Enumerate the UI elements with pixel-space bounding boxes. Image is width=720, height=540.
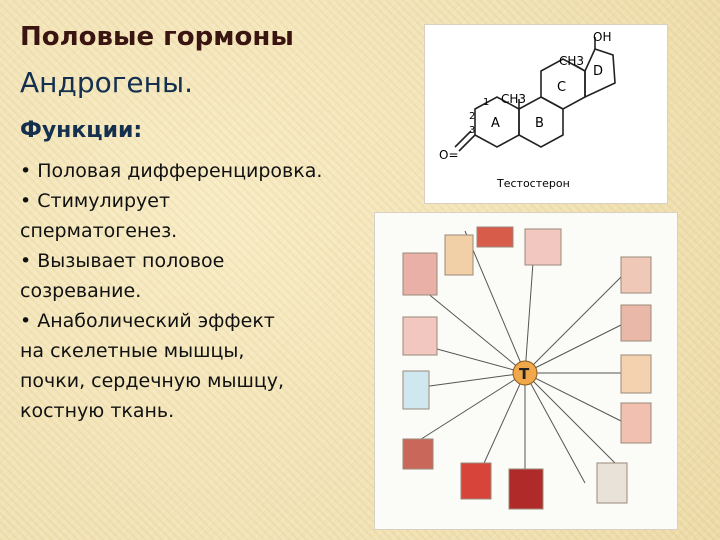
ring-d-label: D [593, 64, 603, 79]
list-item: почки, сердечную мышцу, [20, 370, 285, 392]
ring-c-label: C [557, 80, 566, 95]
androgen-effects-diagram: T [374, 212, 678, 530]
ring-b-label: B [535, 116, 544, 131]
list-item: • Анаболический эффект [20, 310, 275, 332]
ch3-mid-label: CH3 [501, 92, 526, 106]
position-1-label: 1 [483, 97, 489, 108]
steroid-skeleton: OH CH3 CH3 A B C D 1 2 3 O= Тестостерон [439, 30, 616, 190]
position-2-label: 2 [469, 111, 475, 122]
list-item: • Вызывает половое [20, 250, 225, 272]
functions-list: • Половая дифференцировка. • Стимулирует… [20, 156, 400, 426]
ch3-top-label: CH3 [559, 54, 584, 68]
list-item: • Стимулирует [20, 190, 171, 212]
list-item: сперматогенез. [20, 220, 178, 242]
ring-a-label: A [491, 116, 500, 131]
list-item: на скелетные мышцы, [20, 340, 245, 362]
oxygen-label: O= [439, 148, 459, 162]
slide-title: Половые гормоны [20, 22, 294, 52]
functions-heading: Функции: [20, 118, 143, 143]
list-item: • Половая дифференцировка. [20, 160, 323, 182]
slide-subtitle: Андрогены. [20, 66, 193, 99]
list-item: костную ткань. [20, 400, 175, 422]
testosterone-hub-label: T [519, 365, 530, 383]
structure-caption: Тестостерон [496, 177, 570, 190]
effects-network: T [402, 226, 652, 510]
position-3-label: 3 [469, 125, 475, 136]
list-item: созревание. [20, 280, 142, 302]
oh-label: OH [593, 30, 611, 44]
testosterone-structure-figure: OH CH3 CH3 A B C D 1 2 3 O= Тестостерон [424, 24, 668, 204]
